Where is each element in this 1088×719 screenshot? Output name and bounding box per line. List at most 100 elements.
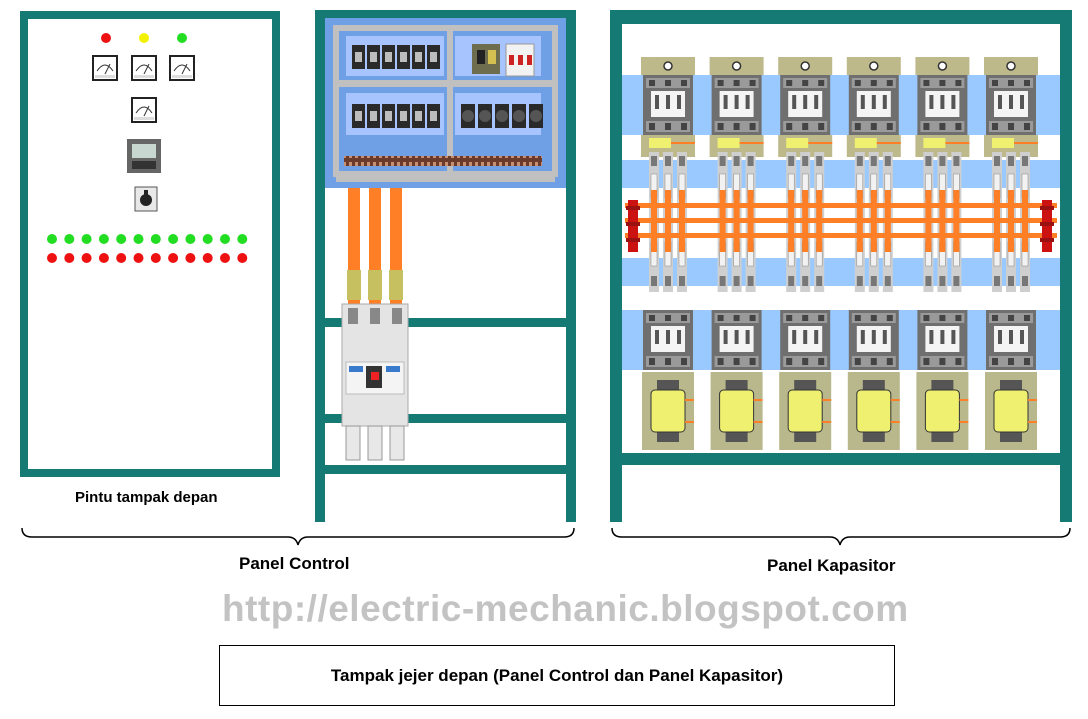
indicator-lamp [64,253,75,263]
contactor-icon [986,310,1036,370]
fuse-holder-icon [640,56,696,76]
indicator-lamp [220,253,230,263]
capacitor-step [914,56,971,451]
relay-row [352,104,440,128]
indicator-lamp [202,253,213,263]
timer-relay-icon [512,104,526,128]
indicator-lamp [116,234,127,244]
relay-row [352,45,440,69]
contactor-icon [780,75,831,135]
contactor-icon [780,310,831,370]
indicator-lamp [81,234,92,244]
mcb-icon [505,43,535,77]
reactor-icon [778,371,833,451]
control-panel-caption: Panel Control [239,554,350,573]
ammeter-icon [168,54,196,82]
voltmeter-icon [91,54,119,82]
relay-icon [412,45,425,69]
small-breaker-icon [472,44,500,74]
green-pilot-lamp [177,33,187,43]
contactor-icon [917,75,968,135]
indicator-lamp [150,234,161,244]
contactor-icon [711,75,762,135]
indicator-lamp [47,234,57,244]
indicator-lamp [64,234,75,244]
reactor-icon [709,371,764,451]
capacitor-step [640,56,696,451]
main-busbars [347,188,403,308]
contactor-icon [643,310,693,370]
front-door [20,11,280,477]
indicator-lamp [168,234,179,244]
timer-relay-icon [461,104,475,128]
indicator-lamp [116,253,127,263]
contactor-icon [848,75,899,135]
indicator-lamp [168,253,179,263]
diagram-caption: Tampak jejer depan (Panel Control dan Pa… [330,665,784,685]
relay-icon [367,45,380,69]
indicator-lamp [150,253,161,263]
fuse-holder-icon [777,56,833,76]
indicator-lamp [133,234,144,244]
capacitor-icon [786,138,809,148]
fuse-holder-icon [846,56,902,76]
capacitor-icon [854,138,877,148]
timer-row [461,104,543,128]
indicator-lamp [98,253,109,263]
capacitor-icon [649,138,671,148]
fuse-holder-icon [914,56,971,76]
indicator-lamp [185,234,196,244]
reactor-icon [984,371,1038,451]
timer-relay-icon [529,104,543,128]
indicator-lamp [98,234,109,244]
capacitor-step [983,56,1039,451]
capacitor-icon [717,138,740,148]
relay-icon [412,104,425,128]
insulator-icon [626,200,640,252]
contactor-icon [917,310,968,370]
contactor-icon [848,310,899,370]
indicator-lamps-green [47,234,248,244]
indicator-lamp [47,253,57,263]
terminal-block-strip [344,156,542,166]
capacitor-icon [923,138,946,148]
indicator-lamp [185,253,196,263]
fuse-holder-icon [708,56,765,76]
indicator-lamp [220,234,230,244]
indicator-lamp [133,253,144,263]
reactor-icon [641,371,695,451]
main-breaker-mccb-icon [341,303,409,461]
ammeter-icon [130,54,158,82]
capacitor-panel-caption: Panel Kapasitor [767,556,896,575]
capacitor-icon [992,138,1014,148]
capacitor-panel-brace [611,527,1071,546]
timer-relay-icon [478,104,492,128]
watermark-url: http://electric-mechanic.blogspot.com [222,588,909,629]
relay-icon [382,45,395,69]
power-factor-meter-icon [130,96,158,124]
contactor-icon [643,75,693,135]
relay-icon [367,104,380,128]
indicator-lamp [237,253,248,263]
red-pilot-lamp [101,33,111,43]
reactor-icon [915,371,970,451]
timer-relay-icon [495,104,509,128]
relay-icon [382,104,395,128]
indicator-lamp [81,253,92,263]
control-panel-frame [315,10,576,522]
contactor-icon [711,310,762,370]
door-caption: Pintu tampak depan [75,489,218,506]
indicator-lamp [237,234,248,244]
capacitor-step [777,56,833,451]
relay-icon [352,45,365,69]
insulator-icon [1040,200,1054,252]
relay-icon [427,104,440,128]
yellow-pilot-lamp [139,33,149,43]
relay-icon [397,45,410,69]
capacitor-step [846,56,902,451]
relay-icon [397,104,410,128]
diagram-caption-box: Tampak jejer depan (Panel Control dan Pa… [219,645,895,706]
capacitor-busbars [625,200,1057,252]
contactor-icon [986,75,1036,135]
